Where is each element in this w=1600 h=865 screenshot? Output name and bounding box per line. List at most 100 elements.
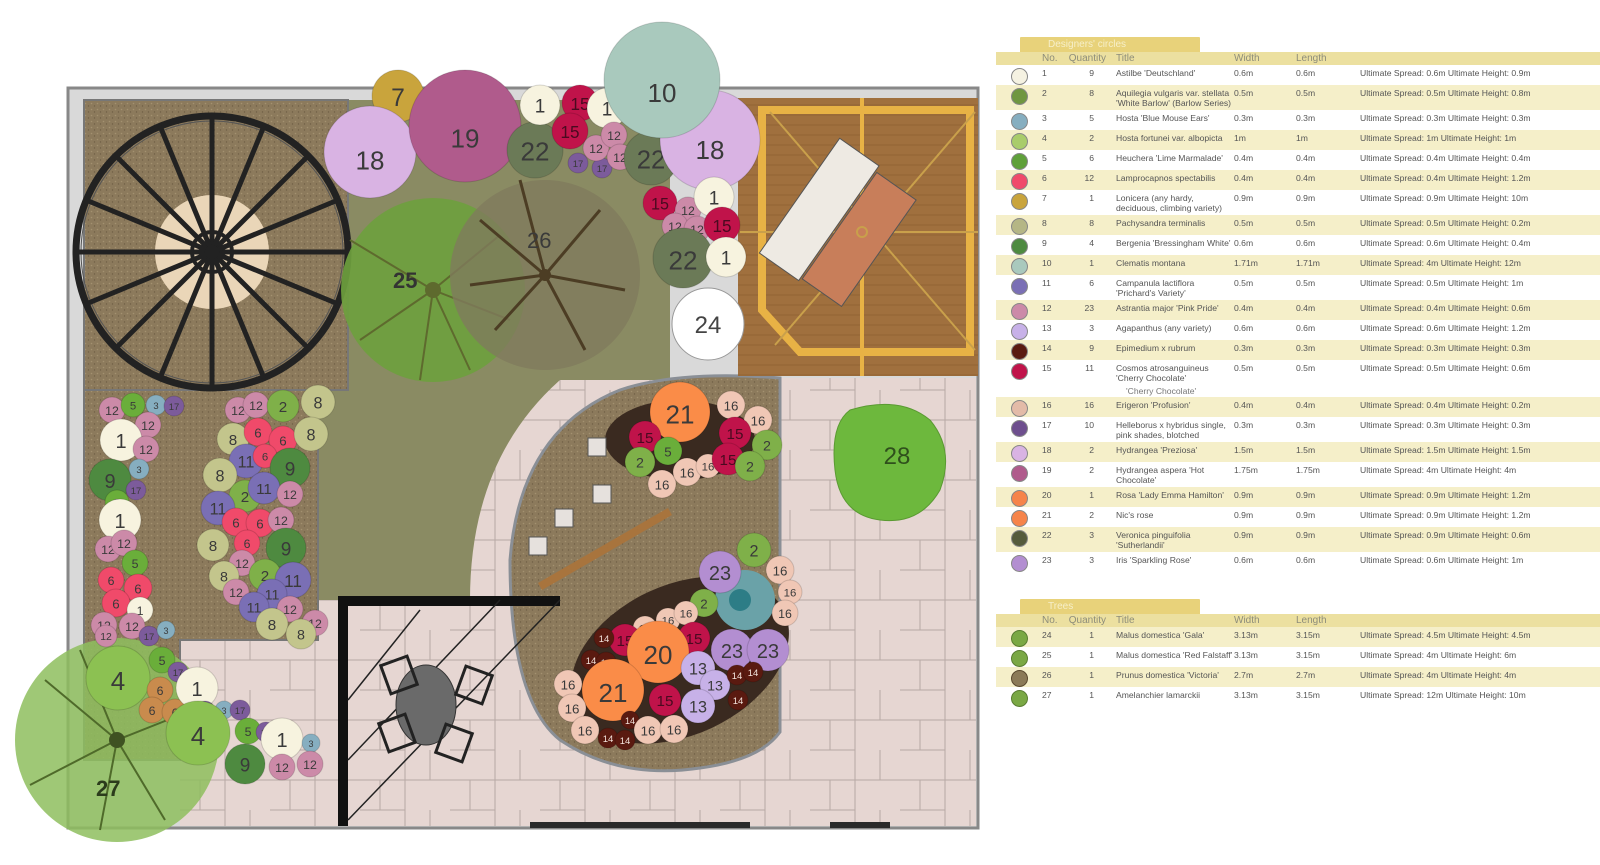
cell-quantity: 11 [1085,363,1094,373]
cell-ultimate-size: Ultimate Spread: 1.5m Ultimate Height: 1… [1360,445,1531,455]
cell-quantity: 1 [1089,193,1094,203]
cell-title: Clematis montana [1116,258,1186,268]
cell-ultimate-size: Ultimate Spread: 0.6m Ultimate Height: 0… [1360,68,1531,78]
color-swatch-icon [1010,68,1028,85]
designers-circles-tab: Designers' circles [1020,37,1200,52]
cell-length: 0.5m [1296,363,1316,373]
cell-number: 20 [1042,490,1052,500]
cell-width: 0.5m [1234,278,1254,288]
svg-text:2: 2 [241,489,249,506]
svg-text:3: 3 [136,465,141,476]
tree-symbol-icon [1010,630,1028,647]
svg-text:16: 16 [702,462,715,474]
cell-quantity: 6 [1089,153,1094,163]
cell-title: Lamprocapnos spectabilis [1116,173,1216,183]
svg-text:6: 6 [262,452,268,464]
svg-text:8: 8 [209,538,217,555]
cell-title: Hosta 'Blue Mouse Ears' [1116,113,1210,123]
svg-text:8: 8 [297,628,305,644]
svg-text:6: 6 [254,425,261,440]
svg-text:17: 17 [131,486,142,497]
plant-circle-1: 1 [99,418,143,462]
plant-circle-20: 20 [626,620,690,684]
cell-quantity: 8 [1089,218,1094,228]
svg-text:12: 12 [105,404,119,418]
svg-text:26: 26 [527,228,551,253]
cell-width: 1.71m [1234,258,1258,268]
ghost-text: 'Cherry Chocolate' [1126,386,1197,396]
header-length: Length [1296,53,1327,64]
plant-circle-12: 12 [118,612,146,640]
cell-quantity: 16 [1084,400,1094,410]
cell-width: 0.5m [1234,88,1254,98]
plant-circle-13: 13 [680,688,716,724]
color-swatch-icon [1010,193,1028,210]
plant-circle-14: 14 [727,689,749,711]
svg-text:12: 12 [283,488,297,502]
cell-width: 3.13m [1234,630,1258,640]
cell-quantity: 1 [1089,670,1094,680]
plant-circle-6: 6 [146,676,174,704]
cell-length: 1.75m [1296,465,1320,475]
shrub-28: 28 [833,403,947,522]
cell-number: 12 [1042,303,1052,313]
cell-number: 5 [1042,153,1047,163]
cell-number: 4 [1042,133,1047,143]
color-swatch-icon [1010,555,1028,572]
cell-number: 22 [1042,530,1052,540]
svg-text:5: 5 [132,557,139,571]
svg-text:16: 16 [680,465,695,480]
cell-quantity: 8 [1089,88,1094,98]
svg-text:17: 17 [144,632,155,643]
svg-text:12: 12 [275,761,289,775]
cell-quantity: 1 [1089,258,1094,268]
plant-circle-16: 16 [771,599,799,627]
cell-number: 1 [1042,68,1047,78]
cell-quantity: 1 [1089,650,1094,660]
svg-text:17: 17 [597,164,608,175]
cell-width: 0.3m [1234,420,1254,430]
cell-quantity: 1 [1089,690,1094,700]
cell-number: 26 [1042,670,1052,680]
plant-circle-16: 16 [659,714,689,744]
svg-text:12: 12 [235,557,249,571]
plant-circle-1: 1 [519,84,561,126]
svg-text:12: 12 [303,758,317,772]
header-width: Width [1234,53,1260,64]
patio-dining-set [338,596,561,826]
plant-circle-12: 12 [267,506,295,534]
cell-ultimate-size: Ultimate Spread: 4m Ultimate Height: 6m [1360,650,1517,660]
plant-circle-4: 4 [85,645,151,711]
plant-circle-21: 21 [581,658,645,722]
cell-title: Helleborus x hybridus single, pink shade… [1116,420,1226,440]
svg-text:2: 2 [279,399,287,416]
cell-ultimate-size: Ultimate Spread: 0.4m Ultimate Height: 0… [1360,153,1531,163]
svg-text:12: 12 [607,129,621,143]
svg-text:12: 12 [229,586,243,600]
cell-title: Erigeron 'Profusion' [1116,400,1191,410]
plant-circle-12: 12 [296,750,324,778]
cell-quantity: 9 [1089,343,1094,353]
cell-ultimate-size: Ultimate Spread: 4m Ultimate Height: 12m [1360,258,1521,268]
plant-circle-5: 5 [653,436,683,466]
cell-length: 0.5m [1296,278,1316,288]
svg-text:17: 17 [573,159,584,170]
color-swatch-icon [1010,278,1028,295]
svg-text:12: 12 [681,204,695,218]
svg-text:14: 14 [603,734,614,745]
plant-circle-12: 12 [276,480,304,508]
plant-circle-6: 6 [243,417,273,447]
svg-text:6: 6 [149,704,156,718]
cell-quantity: 2 [1089,133,1094,143]
svg-text:1: 1 [191,679,202,701]
cell-title: Pachysandra terminalis [1116,218,1206,228]
cell-quantity: 1 [1089,490,1094,500]
cell-length: 0.9m [1296,530,1316,540]
cell-number: 8 [1042,218,1047,228]
plant-circle-12: 12 [98,396,126,424]
